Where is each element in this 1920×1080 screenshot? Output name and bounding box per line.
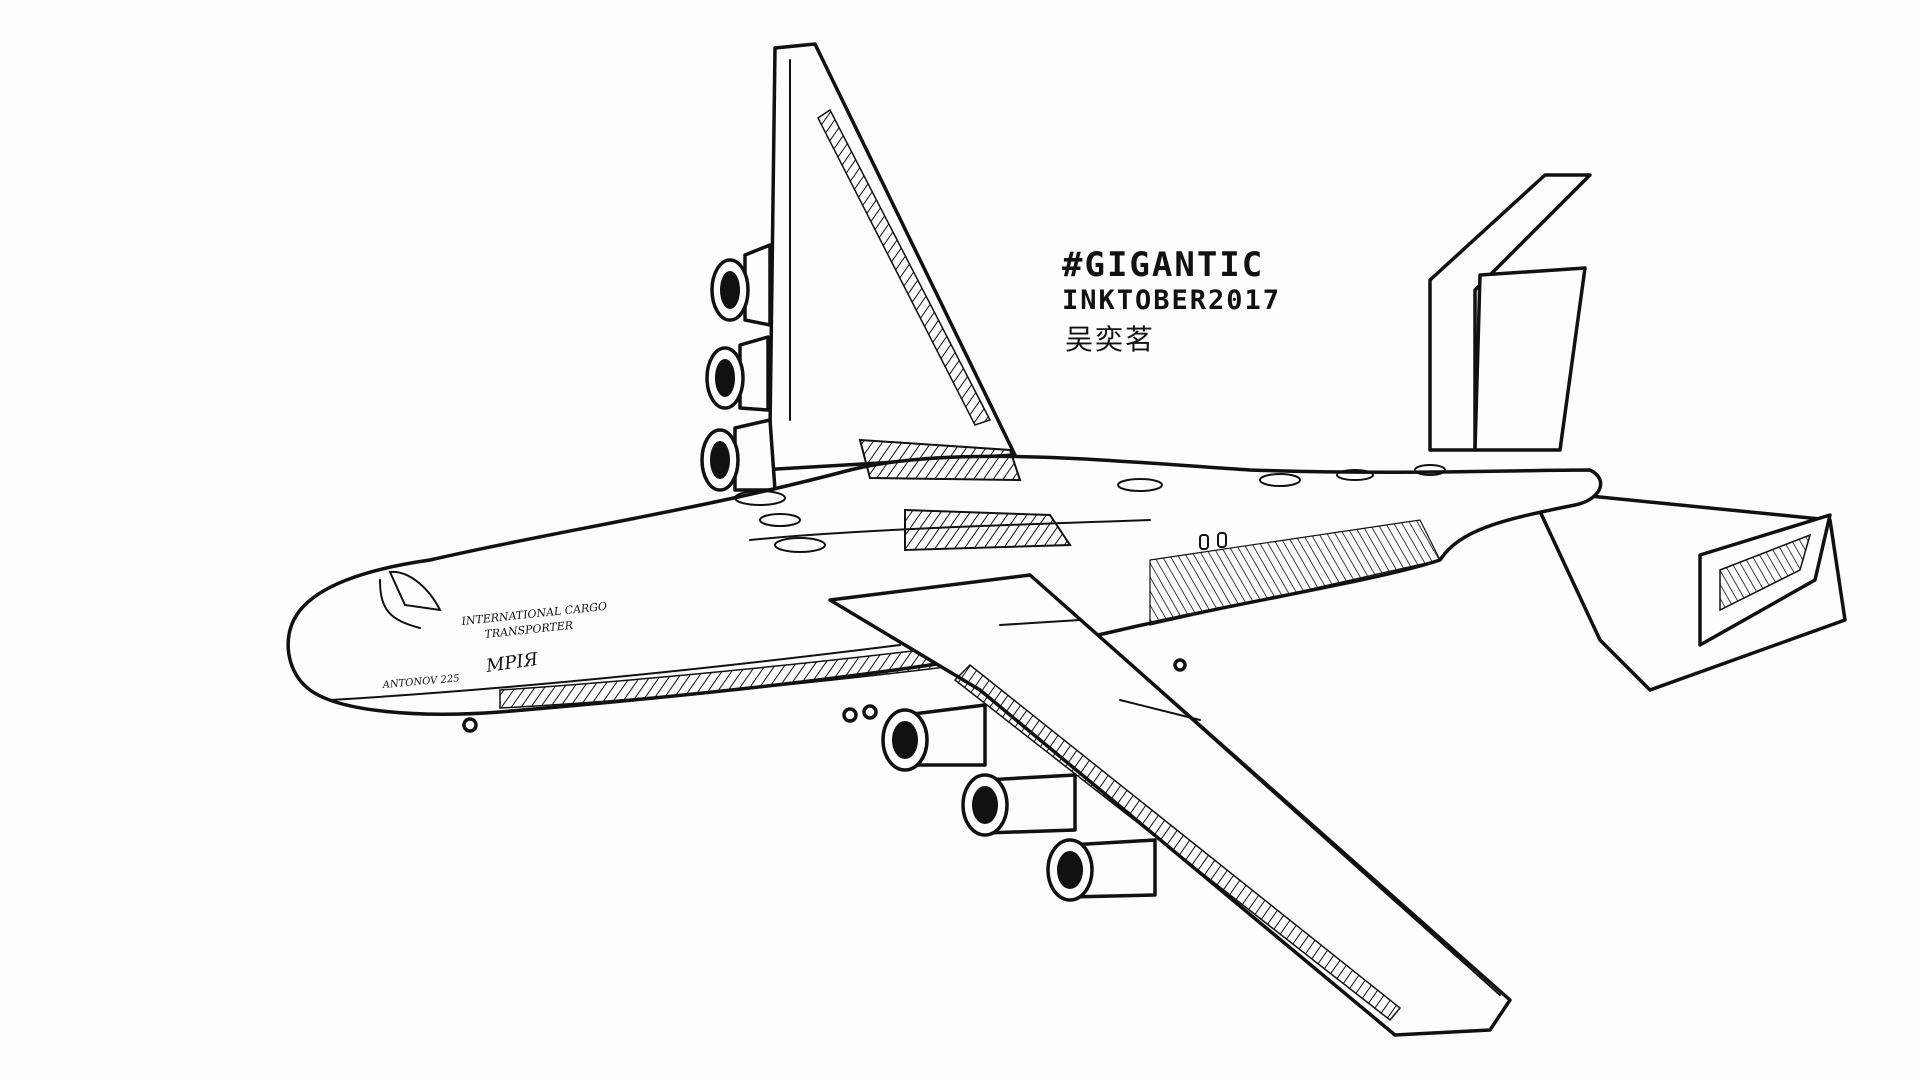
- engine: [881, 703, 987, 772]
- engine: [705, 335, 770, 412]
- engine: [710, 243, 772, 327]
- left-wing: [758, 42, 1017, 472]
- landing-gear: [462, 658, 1187, 733]
- fuselage: [286, 438, 1603, 716]
- engine-group-far: [700, 243, 777, 492]
- engine-group-near: [881, 703, 1157, 902]
- right-wing: [828, 573, 1512, 1037]
- tail: [1428, 173, 1847, 692]
- event-caption: INKTOBER2017: [1062, 285, 1282, 316]
- engine: [700, 418, 777, 492]
- hashtag-caption: #GIGANTIC: [1062, 245, 1265, 285]
- engine: [961, 773, 1077, 837]
- signature: 吴奕茗: [1065, 323, 1156, 356]
- engine: [1046, 838, 1157, 902]
